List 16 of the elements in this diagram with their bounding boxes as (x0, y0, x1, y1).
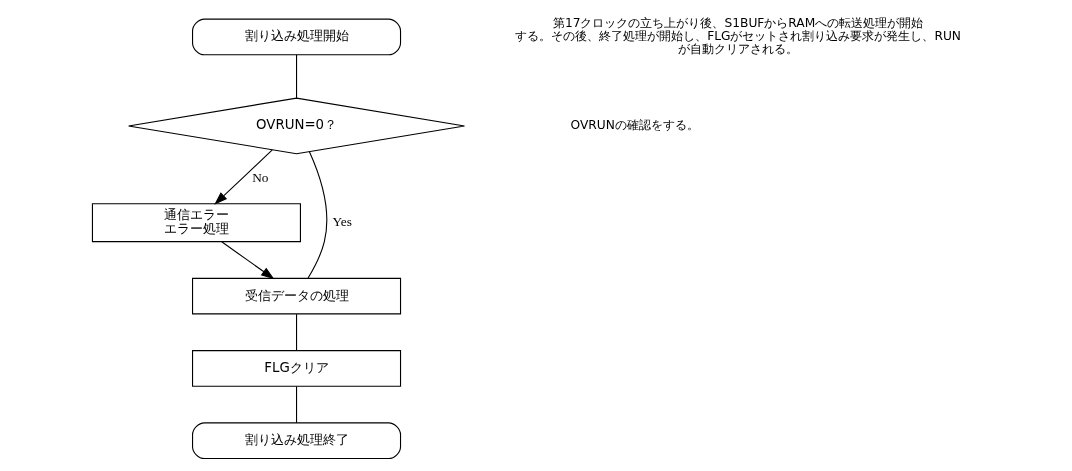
connector (295, 54, 297, 99)
label: 第17クロックの立ち上がり後、S1BUFからRAMへの転送処理が開始する。その後、終了処理が開始し、FLGがセットされ割り込み要求が発生し、RUN が自動クリアされる。 (514, 15, 961, 57)
connector (307, 151, 327, 279)
node-box: 通信エラー エラー処理 (91, 203, 301, 243)
edge-label: Yes (331, 214, 352, 230)
node-box: 割り込み処理開始 (191, 18, 401, 56)
node-box: FLGクリア (191, 350, 401, 387)
node-box: 割り込み処理終了 (191, 422, 401, 460)
edge-label: No (251, 170, 269, 186)
arrow (220, 241, 274, 280)
connector (295, 313, 297, 352)
label: OVRUNの確認をする。 (569, 118, 699, 133)
node-box: 受信データの処理 (191, 277, 401, 315)
node-diamond: OVRUN=0？ (127, 97, 465, 155)
connector (295, 385, 297, 424)
arrow (213, 149, 273, 205)
